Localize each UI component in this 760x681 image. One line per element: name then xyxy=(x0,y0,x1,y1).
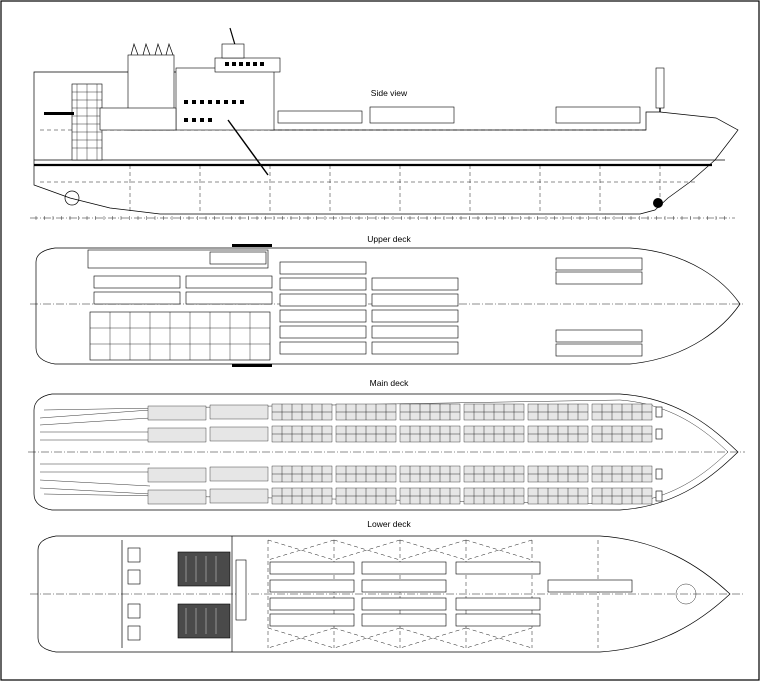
upper-trailer xyxy=(279,293,367,307)
lower-trailer xyxy=(455,613,541,627)
upper-trailer xyxy=(371,325,459,339)
main-trailer xyxy=(147,489,207,505)
lower-trailer xyxy=(361,579,447,593)
main-deck-plan: Main deck xyxy=(28,378,745,511)
main-deck-cargo-lanes xyxy=(147,403,663,505)
upper-trailer xyxy=(371,309,459,323)
lane-end-stop xyxy=(655,428,663,440)
side-trailers xyxy=(277,106,641,124)
upper-deck-title: Upper deck xyxy=(367,234,411,244)
aft-railing xyxy=(44,112,74,115)
lower-trailer xyxy=(547,579,633,593)
upper-trailer xyxy=(555,329,643,343)
main-trailer xyxy=(209,404,269,420)
upper-accommodation xyxy=(89,311,271,361)
upper-trailer xyxy=(279,325,367,339)
lower-deck-trailers xyxy=(269,561,633,627)
upper-trailer xyxy=(371,293,459,307)
main-deck-title: Main deck xyxy=(370,378,409,388)
upper-lifeboat xyxy=(209,251,267,265)
main-trailer xyxy=(209,466,269,482)
aft-deckhouse xyxy=(99,107,177,131)
ramp-lanes xyxy=(39,409,151,495)
lower-deck-plan: Lower deck xyxy=(30,519,745,653)
stair-tower-rails xyxy=(72,84,102,160)
accommodation-block xyxy=(175,67,275,131)
lower-trailer xyxy=(361,613,447,627)
lower-trailer xyxy=(269,579,355,593)
side-ramp xyxy=(227,119,269,176)
lane-end-stop xyxy=(655,406,663,418)
side-view-title: Side view xyxy=(371,88,408,98)
upper-rail-top xyxy=(232,244,272,247)
upper-trailer xyxy=(185,291,273,305)
bridge-windows xyxy=(184,62,264,122)
lower-trailer xyxy=(361,597,447,611)
upper-rail-bottom xyxy=(232,364,272,367)
side-view: Side view xyxy=(30,27,739,220)
lower-trailer xyxy=(361,561,447,575)
lane-end-stop xyxy=(655,468,663,480)
upper-trailer xyxy=(371,277,459,291)
upper-trailer xyxy=(279,309,367,323)
accommodation-partitions xyxy=(90,312,270,360)
lower-trailer xyxy=(269,613,355,627)
upper-trailer xyxy=(185,275,273,289)
lower-hold-structure xyxy=(267,539,599,649)
main-trailer xyxy=(147,467,207,483)
engines xyxy=(177,551,231,639)
propeller xyxy=(64,190,80,206)
upper-trailer xyxy=(279,277,367,291)
engine-starboard xyxy=(177,603,231,639)
upper-trailer xyxy=(93,275,181,289)
engine-port xyxy=(177,551,231,587)
lower-deck-title: Lower deck xyxy=(367,519,411,529)
main-trailer xyxy=(147,405,207,421)
lower-trailer xyxy=(269,561,355,575)
upper-deck-plan: Upper deck xyxy=(30,234,745,367)
lower-trailer xyxy=(455,561,541,575)
bulkheads xyxy=(129,165,661,214)
upper-deck-trailers xyxy=(93,257,643,357)
mast-platform xyxy=(221,43,245,59)
bow-thruster xyxy=(653,198,663,208)
upper-trailer xyxy=(279,341,367,355)
frame-scale xyxy=(35,216,725,220)
bow-thruster-tunnel xyxy=(675,583,697,605)
lower-trailer xyxy=(269,597,355,611)
lower-trailer xyxy=(455,597,541,611)
upper-trailer xyxy=(93,291,181,305)
upper-trailer xyxy=(555,257,643,271)
main-trailer xyxy=(209,488,269,504)
upper-trailer xyxy=(279,261,367,275)
upper-trailer xyxy=(555,343,643,357)
upper-trailer xyxy=(371,341,459,355)
lane-end-stop xyxy=(655,490,663,502)
upper-trailer xyxy=(555,271,643,285)
main-trailer xyxy=(209,426,269,442)
fore-mast-frame xyxy=(655,67,665,109)
exhaust-stacks xyxy=(130,42,174,56)
auxiliary-machinery xyxy=(127,547,247,641)
main-trailer xyxy=(147,427,207,443)
